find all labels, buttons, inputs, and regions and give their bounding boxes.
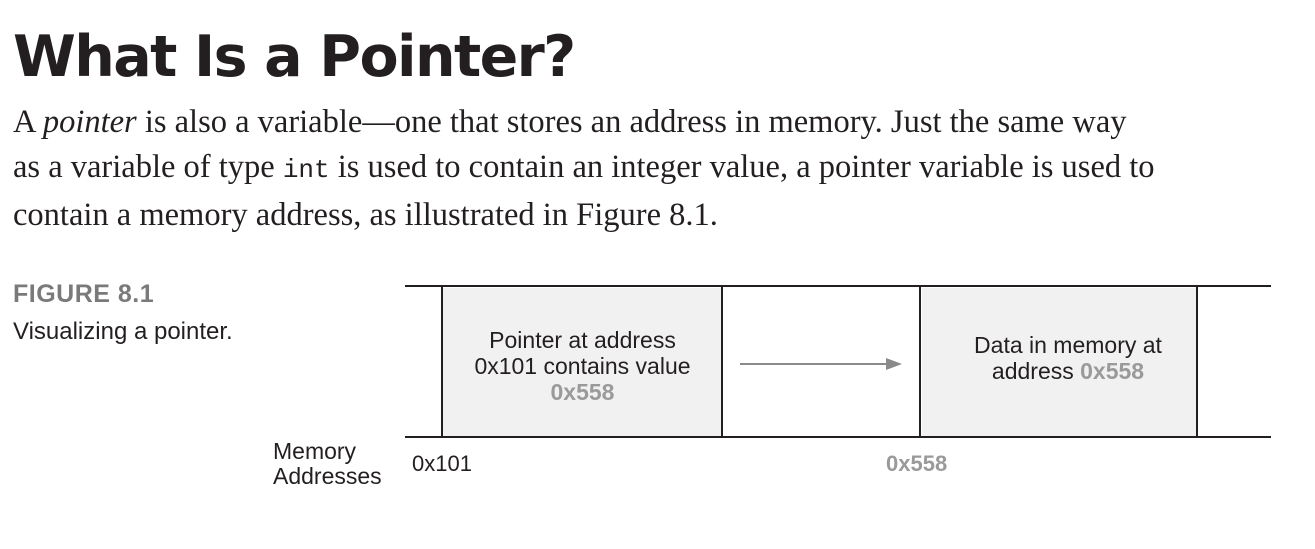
memory-addresses-label: Memory Addresses <box>273 439 382 489</box>
pointer-cell-background <box>443 288 722 437</box>
data-cell-text: Data in memory at address 0x558 <box>922 332 1214 384</box>
figure-number: FIGURE 8.1 <box>13 280 155 308</box>
memory-strip-top-line <box>405 285 1271 287</box>
paragraph-line-2: as a variable of type int is used to con… <box>13 145 1303 193</box>
line1-text-end: is also a variable—one that stores an ad… <box>136 104 1127 140</box>
address-0x558: 0x558 <box>886 451 948 476</box>
line2-text-end: is used to contain an integer value, a p… <box>329 149 1155 185</box>
pointer-term: pointer <box>42 104 137 140</box>
pointer-cell-line-1: Pointer at address <box>489 327 676 353</box>
figure-caption: Visualizing a pointer. <box>13 318 233 345</box>
int-keyword: int <box>282 155 330 185</box>
arrow-icon <box>740 358 902 370</box>
cell-divider <box>919 286 921 437</box>
pointer-cell-value: 0x558 <box>550 379 615 405</box>
section-heading: What Is a Pointer? <box>13 24 576 90</box>
paragraph-line-3: contain a memory address, as illustrated… <box>13 197 718 233</box>
data-cell-value: 0x558 <box>1080 358 1145 384</box>
memory-addresses-label-line-2: Addresses <box>273 463 382 489</box>
data-cell-line-2: address 0x558 <box>922 358 1214 384</box>
data-cell-background <box>922 288 1197 437</box>
address-0x101: 0x101 <box>412 451 472 476</box>
data-cell-address-prefix: address <box>991 358 1081 384</box>
pointer-cell-text: Pointer at address 0x101 contains value … <box>443 327 722 405</box>
cell-divider <box>1196 286 1198 437</box>
line2-text-start: as a variable of type <box>13 149 283 185</box>
paragraph-line-1: A pointer is also a variable—one that st… <box>13 100 1303 145</box>
cell-divider <box>721 286 723 437</box>
body-paragraph: A pointer is also a variable—one that st… <box>13 100 1303 238</box>
memory-strip-bottom-line <box>405 436 1271 438</box>
line1-text-start: A <box>13 104 43 140</box>
pointer-cell-line-2: 0x101 contains value <box>474 353 691 379</box>
memory-addresses-label-line-1: Memory <box>273 438 357 464</box>
data-cell-line-1: Data in memory at <box>974 332 1162 358</box>
cell-divider <box>441 286 443 437</box>
